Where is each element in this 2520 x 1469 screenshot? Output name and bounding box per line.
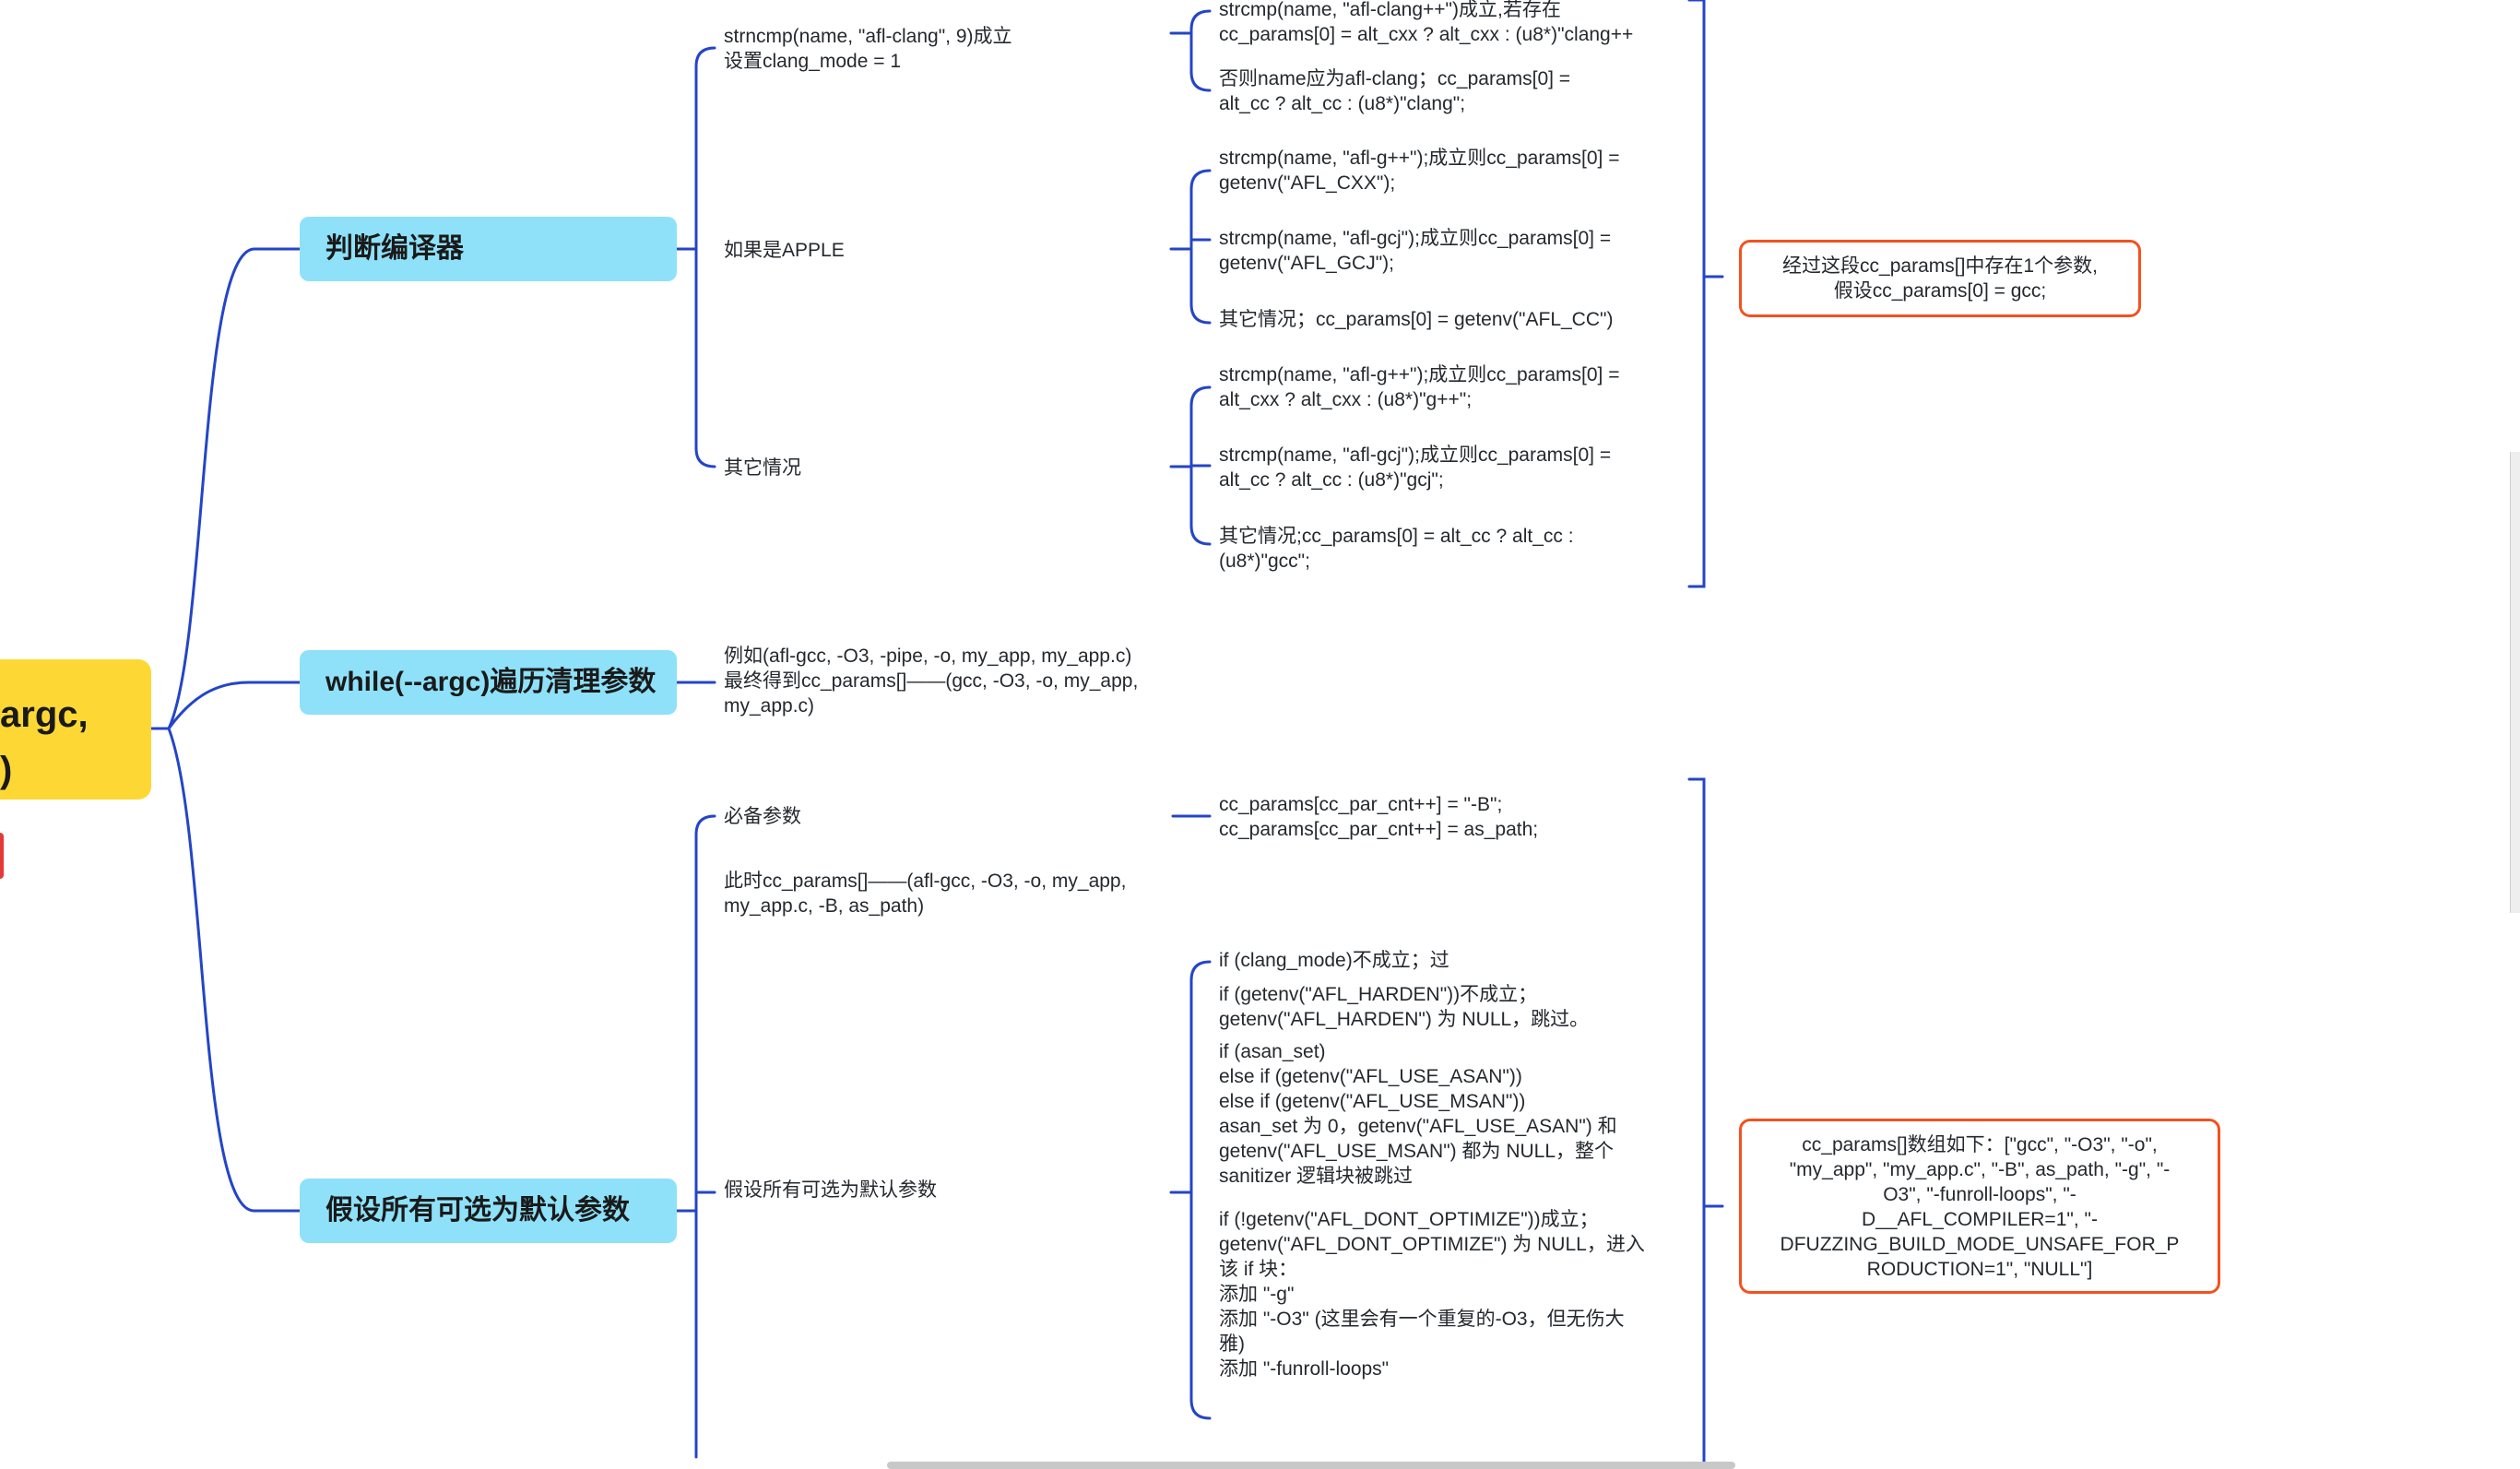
summary-box-compiler[interactable]: 经过这段cc_params[]中存在1个参数, 假设cc_params[0] =… (1739, 240, 2141, 317)
root-node[interactable]: argc, ) (0, 659, 151, 800)
leaf-apple-other[interactable]: 其它情况；cc_params[0] = getenv("AFL_CC") (1219, 309, 1614, 330)
node-strncmp-clang[interactable]: strncmp(name, "afl-clang", 9)成立 设置clang_… (724, 26, 1012, 72)
leaf-apple-gcj[interactable]: strcmp(name, "afl-gcj");成立则cc_params[0] … (1219, 228, 1612, 274)
summary-box-defaults[interactable]: cc_params[]数组如下：["gcc", "-O3", "-o", "my… (1739, 1119, 2220, 1294)
leaf-required-detail[interactable]: cc_params[cc_par_cnt++] = "-B"; cc_param… (1219, 794, 1539, 840)
leaf-clang-plus[interactable]: strcmp(name, "afl-clang++")成立,若存在 cc_par… (1219, 0, 1634, 45)
leaf-other-gpp[interactable]: strcmp(name, "afl-g++");成立则cc_params[0] … (1219, 364, 1620, 410)
vertical-scrollbar[interactable] (2510, 452, 2520, 913)
branch-while-argc[interactable]: while(--argc)遍历清理参数 (300, 650, 677, 715)
branch-judge-compiler[interactable]: 判断编译器 (300, 217, 677, 281)
leaf-other-gcc[interactable]: 其它情况;cc_params[0] = alt_cc ? alt_cc : (u… (1219, 526, 1574, 572)
root-label-line2: ) (0, 750, 13, 790)
leaf-clang-default[interactable]: 否则name应为afl-clang；cc_params[0] = alt_cc … (1219, 68, 1571, 114)
leaf-other-gcj[interactable]: strcmp(name, "afl-gcj");成立则cc_params[0] … (1219, 444, 1612, 491)
horizontal-scrollbar-thumb[interactable] (887, 1462, 1735, 1469)
root-label-line1: argc, (0, 694, 89, 735)
node-if-apple[interactable]: 如果是APPLE (724, 240, 845, 261)
leaf-assume-detail[interactable]: if (clang_mode)不成立；过 if (getenv("AFL_HAR… (1219, 950, 1645, 1380)
node-while-example[interactable]: 例如(afl-gcc, -O3, -pipe, -o, my_app, my_a… (724, 646, 1139, 717)
leaf-apple-gpp[interactable]: strcmp(name, "afl-g++");成立则cc_params[0] … (1219, 148, 1620, 194)
branch-default-params[interactable]: 假设所有可选为默认参数 (300, 1179, 677, 1243)
node-required-params[interactable]: 必备参数 (724, 806, 801, 827)
node-current-params[interactable]: 此时cc_params[]——(afl-gcc, -O3, -o, my_app… (724, 871, 1127, 917)
node-other-case[interactable]: 其它情况 (724, 457, 801, 479)
node-assume-defaults[interactable]: 假设所有可选为默认参数 (724, 1179, 937, 1201)
root-marker-tag (0, 833, 4, 879)
